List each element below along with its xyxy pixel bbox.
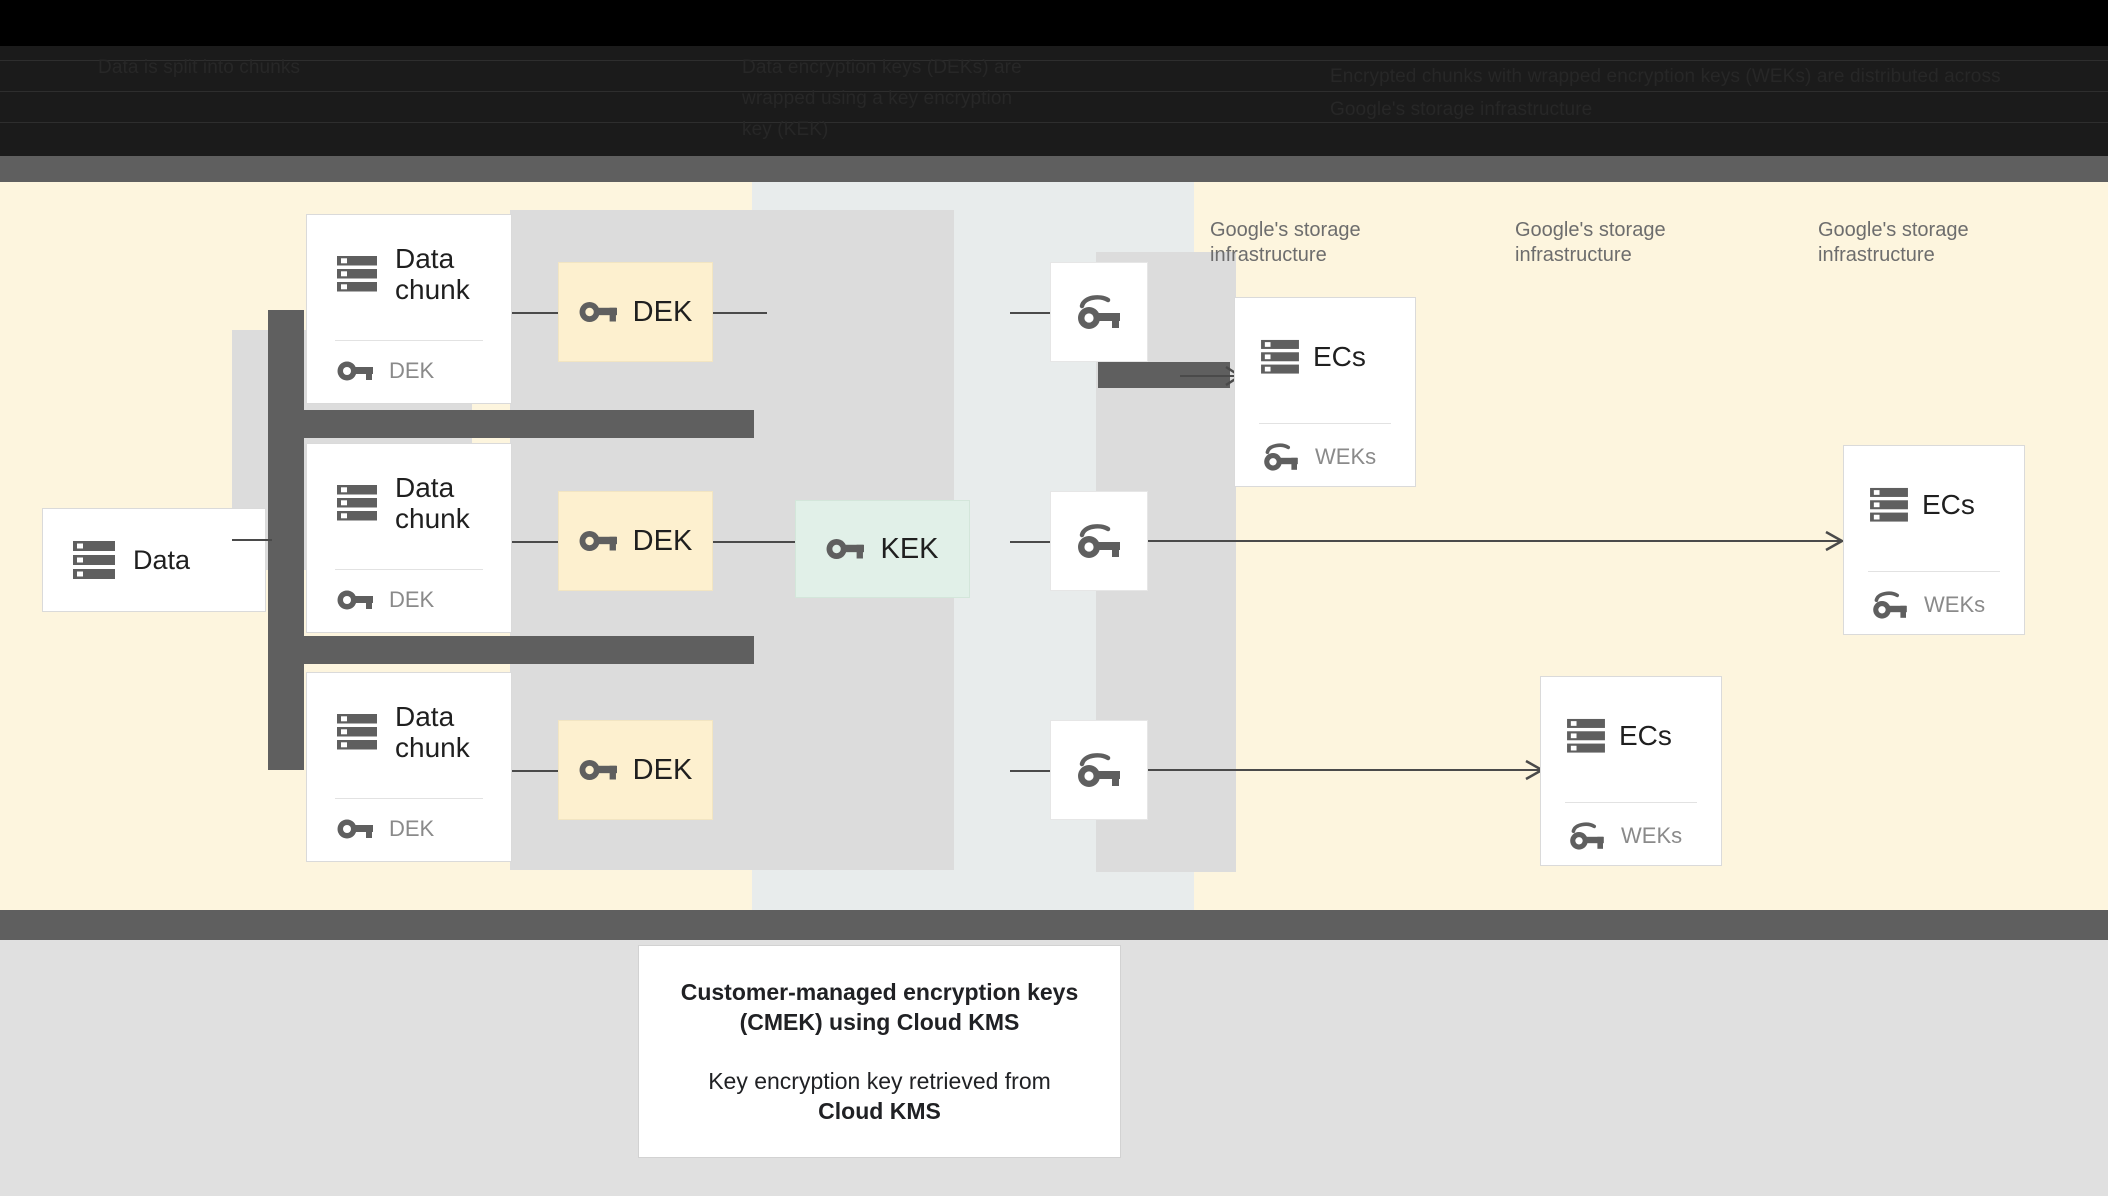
ecs-title-3: ECs — [1619, 720, 1672, 752]
branch-arm-bottom — [268, 636, 754, 664]
wrapped-key-icon — [1075, 292, 1123, 332]
data-card-label: Data — [133, 544, 191, 575]
kek-chip[interactable]: KEK — [795, 500, 970, 598]
key-icon — [579, 299, 617, 325]
connector-chunk1-to-dek — [512, 312, 560, 314]
dek-chip-label-1: DEK — [632, 295, 693, 328]
key-icon — [579, 757, 617, 783]
header-rule-2 — [0, 91, 2108, 92]
header-dark-band — [0, 46, 2108, 156]
dek-foot-label-3: DEK — [389, 816, 435, 841]
storage-icon — [337, 713, 377, 751]
ecs-title-2: ECs — [1922, 489, 1975, 521]
cmek-title: Customer-managed encryption keys (CMEK) … — [680, 978, 1079, 1036]
card-divider — [1868, 571, 2000, 572]
wrapped-key-tile-2[interactable] — [1050, 491, 1148, 591]
wrapped-key-tile-3[interactable] — [1050, 720, 1148, 820]
storage-caption-2: Google's storage infrastructure — [1515, 219, 1666, 266]
weks-label-1: WEKs — [1315, 444, 1377, 469]
wrapped-key-icon — [1870, 589, 1910, 621]
key-icon — [579, 528, 617, 554]
cmek-caption-box: Customer-managed encryption keys (CMEK) … — [638, 945, 1121, 1158]
connector-kek-to-wrap2 — [1010, 541, 1050, 543]
connector-data-to-branch — [232, 539, 272, 541]
header-black-bar — [0, 0, 2108, 46]
card-divider — [1259, 423, 1391, 424]
ecs-card-1[interactable]: ECs WEKs — [1234, 297, 1416, 487]
header-step-1-text: Data is split into chunks — [98, 57, 301, 78]
card-divider — [335, 798, 483, 799]
card-divider — [335, 340, 483, 341]
dek-chip-1[interactable]: DEK — [558, 262, 713, 362]
header-step-2-text: Data encryption keys (DEKs) are wrapped … — [742, 57, 1022, 140]
header-rule-3 — [0, 122, 2108, 123]
storage-icon — [1870, 487, 1908, 523]
kek-chip-label: KEK — [880, 532, 939, 565]
wrapped-key-icon — [1075, 521, 1123, 561]
storage-icon — [1261, 339, 1299, 375]
card-divider — [335, 569, 483, 570]
connector-dek2-to-kek — [713, 541, 795, 543]
weks-label-3: WEKs — [1621, 823, 1683, 848]
storage-icon — [73, 540, 115, 580]
key-icon — [337, 359, 373, 383]
key-icon — [337, 817, 373, 841]
data-chunk-card-1[interactable]: Data chunk DEK — [306, 214, 512, 404]
data-chunk-title-2: Data chunk — [395, 471, 470, 534]
dek-chip-2[interactable]: DEK — [558, 491, 713, 591]
wrapped-key-icon — [1567, 820, 1607, 852]
connector-chunk3-to-dek — [512, 770, 560, 772]
storage-icon — [1567, 718, 1605, 754]
storage-caption-3: Google's storage infrastructure — [1818, 219, 1969, 266]
dist-arrow-2 — [1148, 530, 1845, 552]
data-chunk-title-3: Data chunk — [395, 700, 470, 763]
data-chunk-title-1: Data chunk — [395, 242, 470, 305]
connector-wrap3-in — [1010, 770, 1050, 772]
data-chunk-card-2[interactable]: Data chunk DEK — [306, 443, 512, 633]
weks-label-2: WEKs — [1924, 592, 1986, 617]
branch-arm-top — [268, 410, 754, 438]
connector-wrap1-in — [1010, 312, 1050, 314]
wrapped-key-tile-1[interactable] — [1050, 262, 1148, 362]
storage-icon — [337, 255, 377, 293]
connector-chunk2-to-dek — [512, 541, 560, 543]
data-chunk-card-3[interactable]: Data chunk DEK — [306, 672, 512, 862]
ecs-card-3[interactable]: ECs WEKs — [1540, 676, 1722, 866]
header-step-3-text: Encrypted chunks with wrapped encryption… — [1330, 66, 2001, 120]
footer-grey-strip — [0, 910, 2108, 940]
cmek-subtitle: Key encryption key retrieved from Cloud … — [708, 1066, 1051, 1127]
storage-caption-1: Google's storage infrastructure — [1210, 219, 1361, 266]
dist-arrow-3 — [1148, 759, 1545, 781]
wrapped-key-icon — [1261, 441, 1301, 473]
dek-chip-3[interactable]: DEK — [558, 720, 713, 820]
data-card[interactable]: Data — [42, 508, 266, 612]
key-icon — [337, 588, 373, 612]
cmek-subtitle-lead: Key encryption key retrieved from — [708, 1067, 1051, 1094]
dek-chip-label-2: DEK — [632, 524, 693, 557]
ecs-card-2[interactable]: ECs WEKs — [1843, 445, 2025, 635]
connector-dek1-to-wrap — [713, 312, 767, 314]
wrapped-key-icon — [1075, 750, 1123, 790]
dek-foot-label-1: DEK — [389, 358, 435, 383]
ecs-title-1: ECs — [1313, 341, 1366, 373]
storage-icon — [337, 484, 377, 522]
dek-foot-label-2: DEK — [389, 587, 435, 612]
card-divider — [1565, 802, 1697, 803]
header-rule-1 — [0, 60, 2108, 61]
dek-chip-label-3: DEK — [632, 753, 693, 786]
cmek-subtitle-strong: Cloud KMS — [818, 1097, 941, 1124]
key-icon — [826, 536, 865, 562]
branch-trunk — [268, 310, 304, 770]
header-grey-strip — [0, 156, 2108, 182]
